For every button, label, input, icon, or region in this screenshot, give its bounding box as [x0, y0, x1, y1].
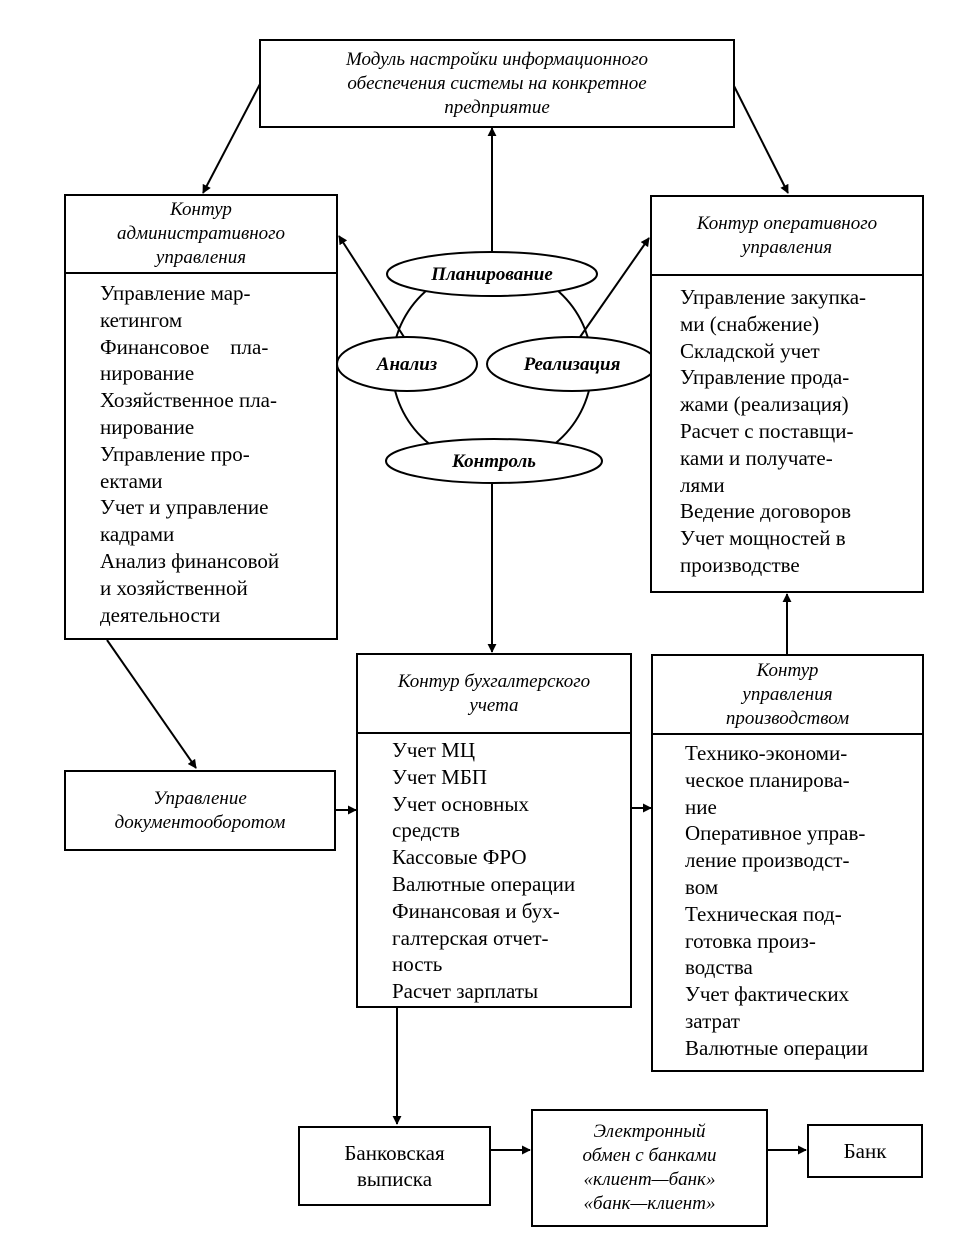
list-item: ние	[685, 794, 717, 819]
accounting-title-line: учета	[469, 694, 519, 716]
list-item: жами (реализация)	[680, 392, 849, 417]
admin-title-line: административного	[116, 223, 286, 244]
arrow-realization-to-oper	[579, 237, 650, 338]
control-ellipse	[385, 438, 603, 484]
list-item: лями	[680, 472, 725, 497]
list-item: Техническая под-	[685, 901, 842, 926]
planning-ellipse	[386, 251, 598, 297]
list-item: галтерская отчет-	[392, 925, 549, 950]
admin-contour-box: Контур административного управления Упра…	[64, 194, 338, 640]
arrow-admin-to-docflow	[106, 639, 197, 769]
realization-label: Реализация	[523, 354, 621, 375]
admin-contour-title: Контур административного управления	[66, 196, 336, 274]
list-item: Учет мощностей в	[680, 526, 846, 551]
list-item: Учет МЦ	[392, 738, 476, 762]
admin-title-line: управления	[155, 247, 247, 268]
docflow-box: Управление документооборотом	[64, 770, 336, 851]
list-item: Валютные операции	[685, 1035, 869, 1060]
list-item: Технико-экономи-	[685, 741, 848, 765]
list-item: Управление закупка-	[680, 285, 867, 309]
oper-title-line: Контур оперативного	[696, 212, 878, 234]
oper-items: Управление закупка- ми (снабжение) Склад…	[652, 276, 922, 579]
planning-label: Планирование	[431, 264, 553, 285]
list-item: деятельности	[100, 602, 221, 627]
bank-statement-box: Банковская выписка	[298, 1126, 491, 1206]
oper-contour-box: Контур оперативного управления Управлени…	[650, 195, 924, 593]
list-item: средств	[392, 818, 460, 843]
list-item: Расчет зарплаты	[392, 979, 539, 1004]
list-item: Хозяйственное пла-	[100, 388, 277, 413]
list-item: и хозяйственной	[100, 575, 248, 600]
list-item: Финансовое пла-	[100, 334, 269, 359]
analysis-label: Анализ	[376, 354, 438, 375]
list-item: ми (снабжение)	[680, 311, 820, 336]
docflow-line: Управление	[153, 787, 247, 809]
admin-items: Управление мар- кетингом Финансовое пла-…	[66, 274, 300, 628]
list-item: Ведение договоров	[680, 499, 852, 524]
module-line: обеспечения системы на конкретное	[347, 72, 647, 94]
list-item: Учет основных	[392, 791, 530, 816]
list-item: Складской учет	[680, 338, 820, 363]
accounting-contour-title: Контур бухгалтерского учета	[358, 655, 630, 734]
accounting-contour-box: Контур бухгалтерского учета Учет МЦ Учет…	[356, 653, 632, 1008]
module-line: предприятие	[444, 96, 550, 118]
arrow-module-to-oper	[732, 83, 789, 194]
list-item: производстве	[680, 552, 800, 577]
list-item: Финансовая и бух-	[392, 898, 560, 923]
list-item: ческое планирова-	[685, 767, 850, 792]
list-item: ление производст-	[685, 848, 850, 873]
production-contour-box: Контур управления производством Технико-…	[651, 654, 924, 1072]
accounting-items: Учет МЦ Учет МБП Учет основных средств К…	[358, 734, 630, 1005]
production-title-line: Контур	[756, 659, 819, 681]
list-item: Анализ финансовой	[100, 548, 280, 573]
list-item: Управление прода-	[680, 365, 850, 390]
oper-title-line: управления	[741, 236, 833, 258]
list-item: нирование	[100, 414, 195, 439]
exchange-line: «банк—клиент»	[583, 1193, 716, 1214]
oper-contour-title: Контур оперативного управления	[652, 197, 922, 276]
list-item: Учет и управление	[100, 495, 269, 520]
docflow-line: документооборотом	[114, 811, 286, 833]
list-item: Учет МБП	[392, 764, 488, 789]
production-contour-title: Контур управления производством	[653, 656, 922, 735]
list-item: ками и получате-	[680, 445, 833, 470]
list-item: вом	[685, 874, 719, 899]
list-item: Учет фактических	[685, 982, 850, 1007]
accounting-title-line: Контур бухгалтерского	[397, 670, 591, 692]
production-items: Технико-экономи- ческое планирова- ние О…	[653, 735, 922, 1062]
production-title-line: управления	[742, 683, 833, 705]
bank-label: Банк	[843, 1139, 887, 1163]
list-item: кетингом	[100, 307, 183, 332]
production-title-line: производством	[725, 707, 850, 729]
exchange-line: «клиент—банк»	[583, 1169, 716, 1190]
list-item: затрат	[685, 1008, 740, 1033]
bank-statement-line: Банковская	[344, 1141, 445, 1165]
list-item: Управление про-	[100, 441, 250, 466]
module-line: Модуль настройки информационного	[345, 48, 649, 70]
list-item: Управление мар-	[100, 281, 251, 305]
list-item: водства	[685, 955, 753, 980]
admin-title-line: Контур	[170, 199, 232, 220]
list-item: Кассовые ФРО	[392, 845, 527, 870]
exchange-line: Электронный	[593, 1121, 706, 1142]
control-label: Контроль	[452, 451, 536, 472]
list-item: Валютные операции	[392, 871, 576, 896]
list-item: готовка произ-	[685, 928, 816, 953]
exchange-line: обмен с банками	[582, 1145, 717, 1166]
module-box: Модуль настройки информационного обеспеч…	[259, 39, 735, 128]
list-item: Оперативное управ-	[685, 821, 866, 846]
arrow-module-to-admin	[202, 83, 261, 194]
electronic-exchange-box: Электронный обмен с банками «клиент—банк…	[531, 1109, 768, 1227]
list-item: кадрами	[100, 522, 175, 547]
list-item: ность	[392, 952, 443, 977]
list-item: ектами	[100, 468, 163, 493]
list-item: нирование	[100, 361, 195, 386]
bank-box: Банк	[807, 1124, 923, 1178]
arrow-analysis-to-admin	[338, 235, 405, 338]
bank-statement-line: выписка	[356, 1167, 433, 1191]
list-item: Расчет с поставщи-	[680, 418, 854, 443]
